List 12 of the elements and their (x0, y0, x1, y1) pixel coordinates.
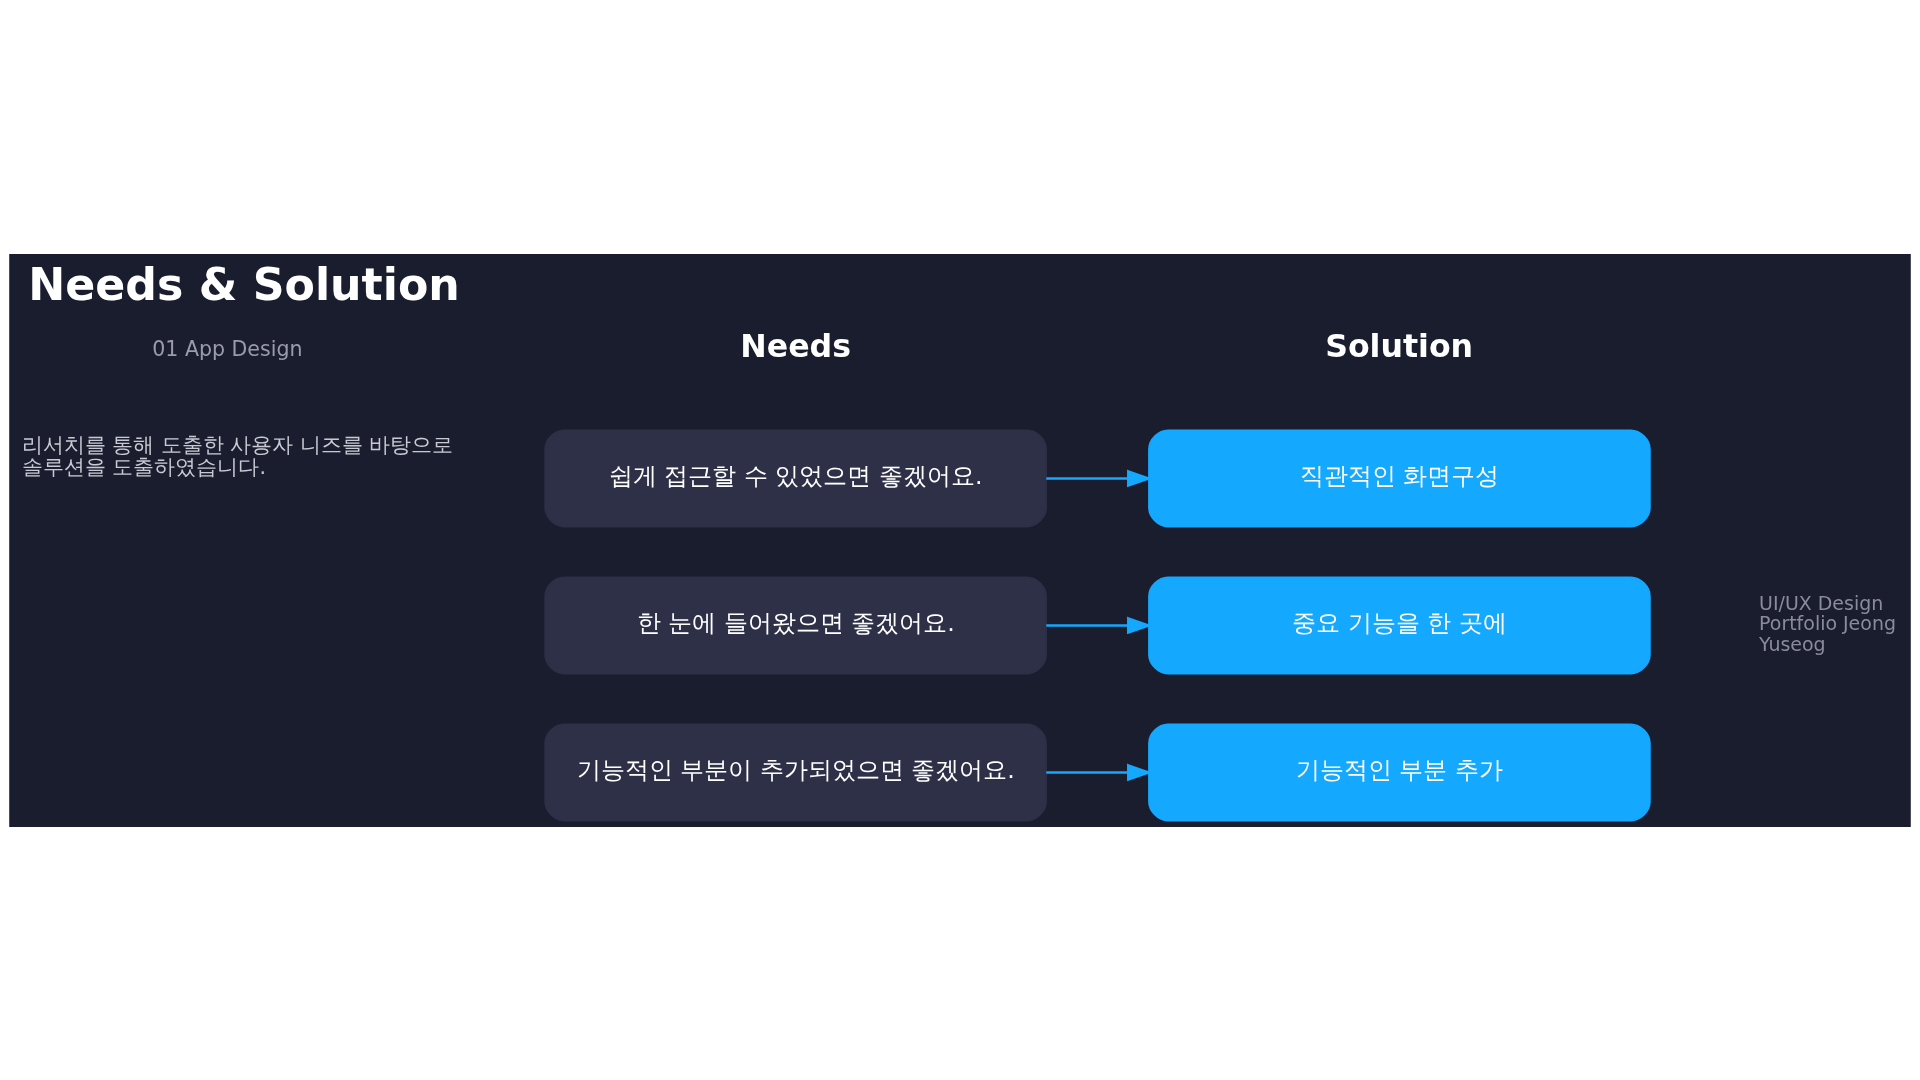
label: UI/UX Design Portfolio Jeong Yuseog (1759, 591, 1896, 655)
node-box: 기능적인 부분이 추가되었으면 좋겠어요. (544, 722, 1047, 821)
label: 리서치를 통해 도출한 사용자 니즈를 바탕으로 솔루션을 도출하였습니다. (21, 432, 454, 479)
label: Needs (740, 327, 852, 364)
node-box: 한 눈에 들어왔으면 좋겠어요. (544, 575, 1047, 674)
label: 01 App Design (152, 336, 303, 361)
label: Solution (1325, 327, 1474, 364)
node-box: 쉽게 접근할 수 있었으면 좋겠어요. (544, 428, 1047, 527)
diagram-title: Needs & Solution (28, 258, 460, 310)
node-box: 기능적인 부분 추가 (1148, 722, 1651, 821)
node-box: 중요 기능을 한 곳에 (1148, 575, 1651, 674)
node-box: 직관적인 화면구성 (1148, 428, 1651, 527)
